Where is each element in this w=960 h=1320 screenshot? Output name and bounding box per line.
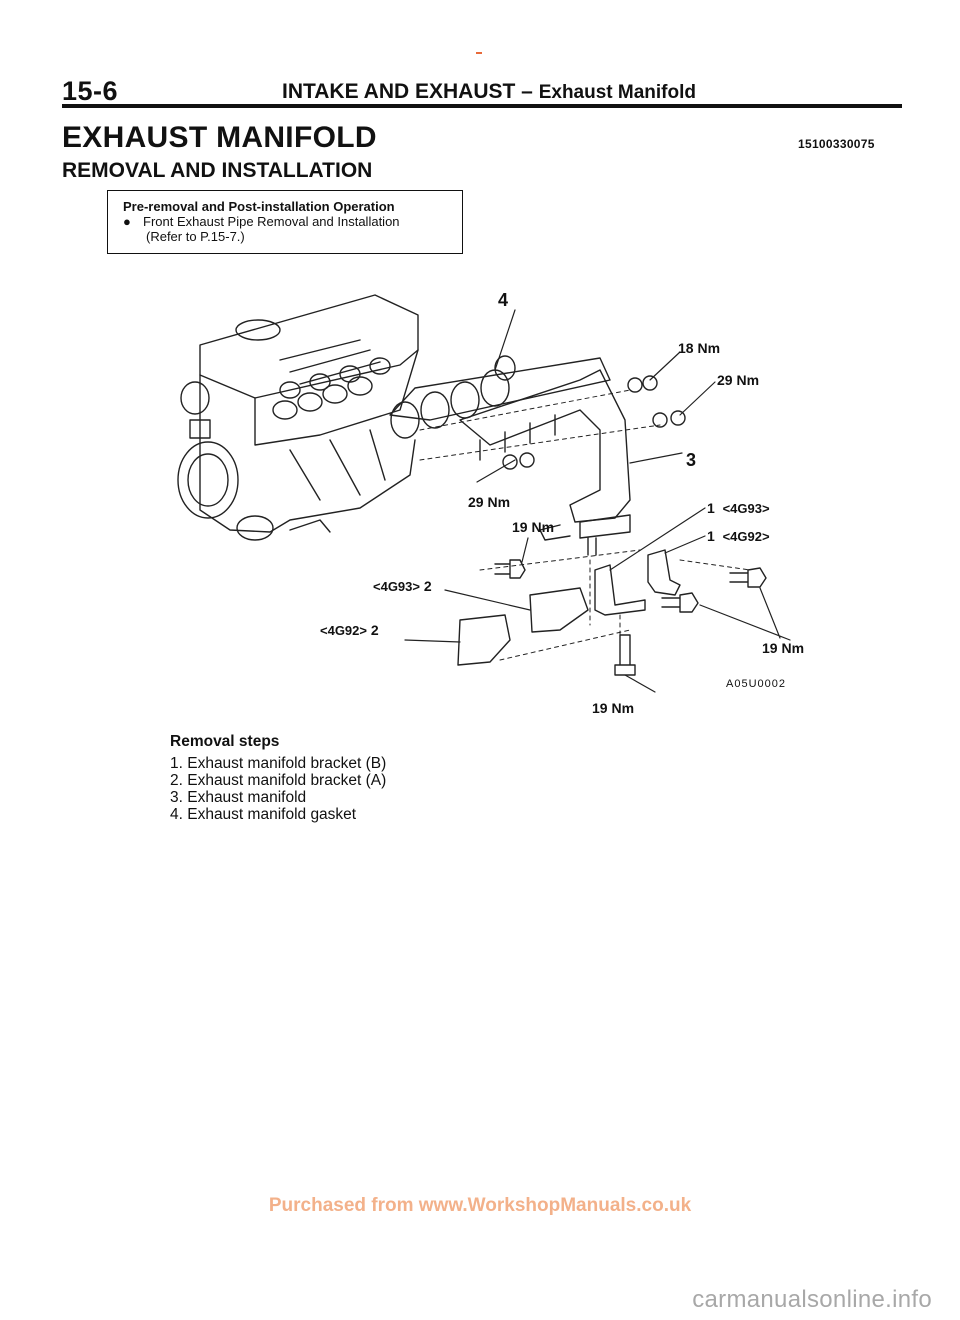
callout-1-4g93-variant: <4G93>: [722, 501, 770, 516]
info-box-line2: (Refer to P.15-7.): [146, 229, 245, 244]
callout-4: 4: [498, 290, 509, 310]
callout-1-4g92-variant: <4G92>: [722, 529, 770, 544]
info-box-item: ● Front Exhaust Pipe Removal and Install…: [123, 214, 462, 229]
list-item: 3. Exhaust manifold: [170, 789, 307, 806]
page-title: EXHAUST MANIFOLD: [62, 121, 377, 154]
brackets-drawing: [457, 549, 681, 666]
exploded-view-illustration: [177, 294, 791, 693]
callout-2-4g92-variant: <4G92>: [320, 623, 367, 638]
removal-steps-title: Removal steps: [170, 733, 280, 750]
bullet-icon: ●: [123, 214, 131, 229]
header-rule: [62, 104, 902, 108]
site-logo: carmanualsonline.info: [692, 1286, 932, 1313]
engine-block-drawing: [177, 294, 419, 541]
pre-removal-info-box: Pre-removal and Post-installation Operat…: [107, 190, 463, 254]
callout-1-4g93-num: 1: [707, 500, 715, 516]
list-item: 1. Exhaust manifold bracket (B): [170, 755, 387, 772]
callout-19nm-right: 19 Nm: [762, 640, 805, 656]
callout-2-4g92: <4G92> 2: [320, 622, 379, 638]
purchase-watermark: Purchased from www.WorkshopManuals.co.uk: [268, 1195, 692, 1216]
page-header: 15-6 INTAKE AND EXHAUST – Exhaust Manifo…: [62, 76, 900, 106]
section-title: INTAKE AND EXHAUST – Exhaust Manifold: [282, 80, 696, 104]
removal-steps: Removal steps 1. Exhaust manifold bracke…: [170, 733, 386, 823]
callout-19nm-left: 19 Nm: [512, 519, 555, 535]
info-box-heading: Pre-removal and Post-installation Operat…: [123, 199, 395, 214]
top-mark: [476, 52, 482, 54]
list-item: 4. Exhaust manifold gasket: [170, 806, 357, 823]
info-box-line1: Front Exhaust Pipe Removal and Installat…: [143, 214, 400, 229]
callout-18nm: 18 Nm: [678, 340, 721, 356]
subsection-name: Exhaust Manifold: [538, 82, 696, 103]
callout-1-4g92: 1 <4G92>: [707, 528, 770, 544]
callout-3: 3: [686, 450, 697, 470]
guide-lines: [419, 389, 751, 661]
manifold-drawing: [459, 369, 631, 556]
page-subtitle: REMOVAL AND INSTALLATION: [62, 159, 373, 182]
callout-2-4g93-variant: <4G93>: [373, 579, 420, 594]
callout-1-4g92-num: 1: [707, 528, 715, 544]
callout-1-4g93: 1 <4G93>: [707, 500, 770, 516]
exhaust-manifold-diagram: 4 18 Nm 29 Nm 3 29 Nm 19 Nm 1 <4G93> 1 <…: [160, 270, 820, 720]
figure-code: A05U0002: [726, 678, 786, 690]
document-code: 15100330075: [798, 137, 875, 151]
callout-19nm-bottom: 19 Nm: [592, 700, 635, 716]
list-item: 2. Exhaust manifold bracket (A): [170, 772, 387, 789]
section-name: INTAKE AND EXHAUST: [282, 80, 516, 103]
title-separator: –: [515, 80, 539, 103]
callout-29nm-lower: 29 Nm: [468, 494, 511, 510]
callout-2-4g93: <4G93> 2: [373, 578, 432, 594]
fasteners-drawing: [494, 375, 767, 676]
callout-2-4g92-num: 2: [370, 622, 379, 638]
callout-2-4g93-num: 2: [423, 578, 432, 594]
leader-lines: [404, 309, 791, 693]
callout-29nm-upper: 29 Nm: [717, 372, 760, 388]
page-number: 15-6: [62, 76, 119, 106]
gasket-drawing: [389, 355, 611, 439]
